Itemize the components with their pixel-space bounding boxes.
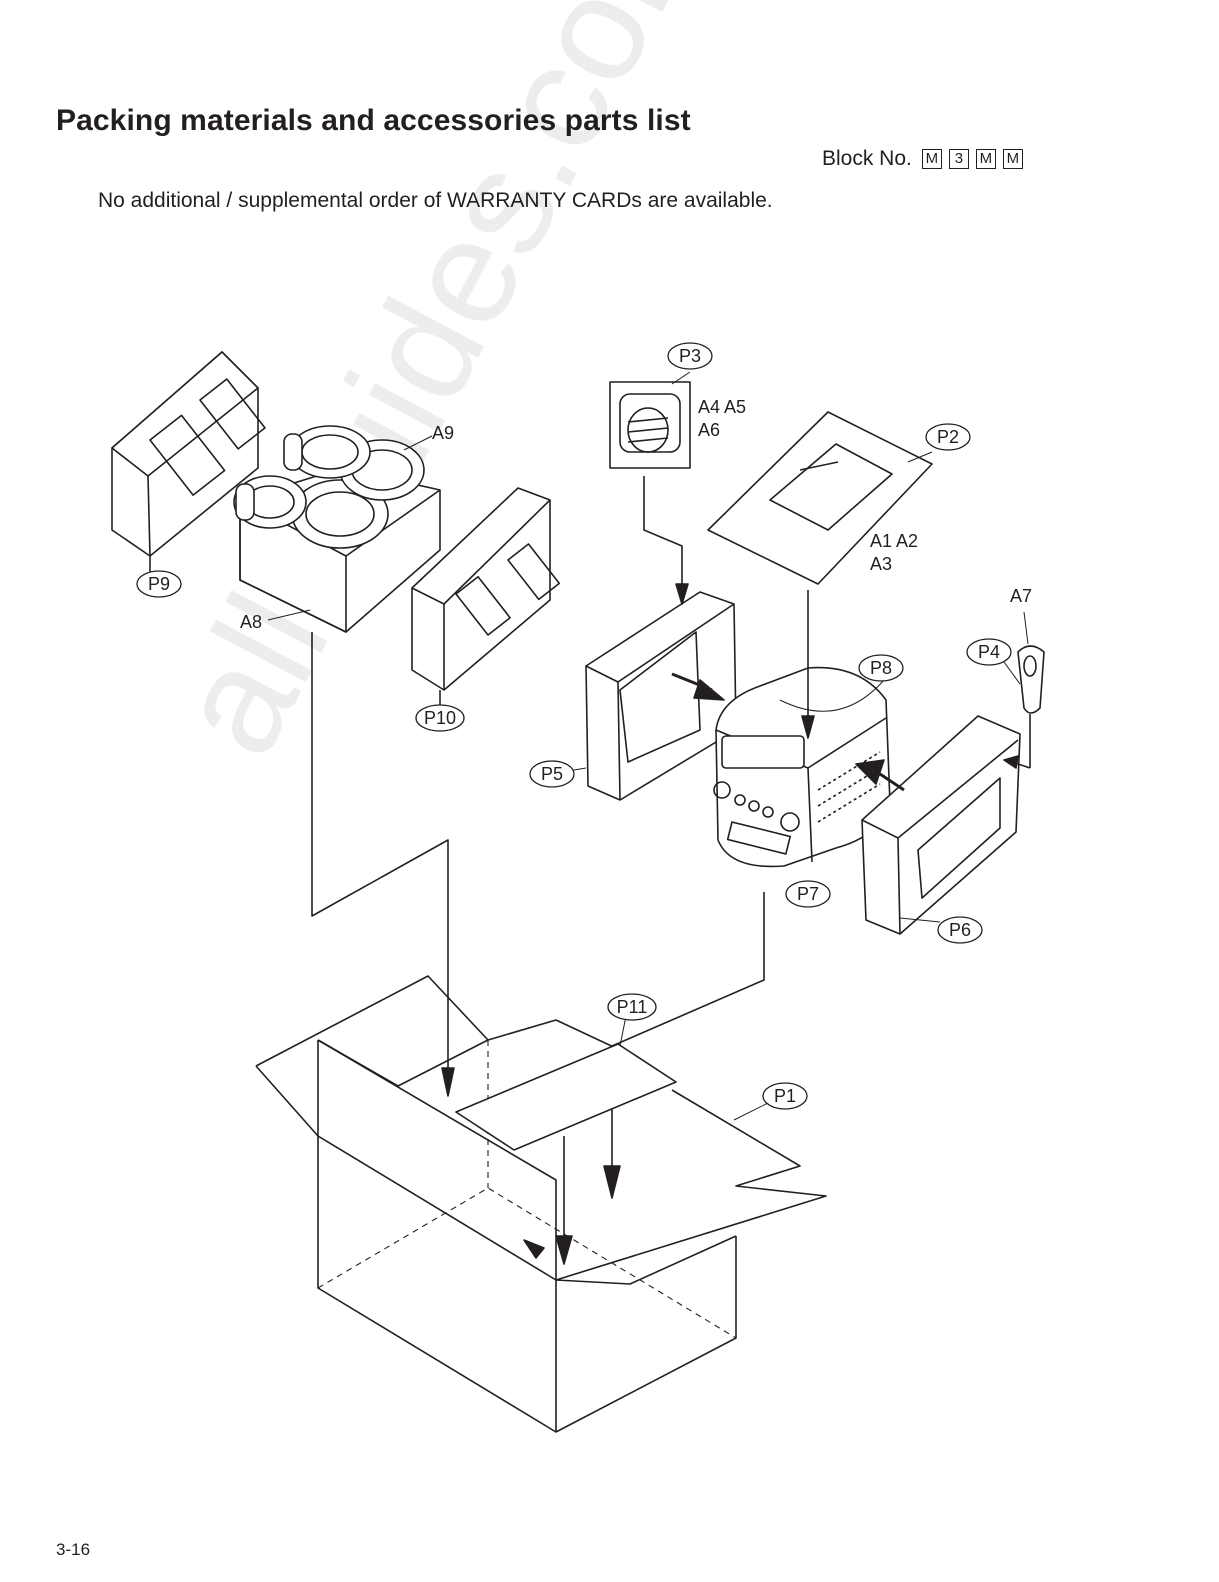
page-number: 3-16 [56,1540,90,1560]
svg-text:P7: P7 [797,884,819,904]
svg-text:P4: P4 [978,642,1000,662]
callout-p3: P3 [668,343,712,369]
svg-text:P10: P10 [424,708,456,728]
p2-envelope [708,412,932,584]
label-a4-a5: A4 A5 [698,397,746,417]
callout-p6: P6 [938,917,982,943]
a8-a9-speaker-cushions [234,426,440,632]
label-a9: A9 [432,423,454,443]
callout-p8: P8 [859,655,903,681]
svg-text:P3: P3 [679,346,701,366]
svg-text:P9: P9 [148,574,170,594]
callout-p5: P5 [530,761,574,787]
svg-text:P11: P11 [617,997,648,1017]
callout-p1: P1 [763,1083,807,1109]
callout-p7: P7 [786,881,830,907]
label-a7: A7 [1010,586,1032,606]
callout-p9: P9 [137,571,181,597]
callout-p10: P10 [416,705,464,731]
svg-text:P1: P1 [774,1086,796,1106]
label-a1-a2: A1 A2 [870,531,918,551]
p3-accessory-bag [610,372,690,468]
svg-text:P2: P2 [937,427,959,447]
svg-text:P5: P5 [541,764,563,784]
label-a6: A6 [698,420,720,440]
svg-text:P6: P6 [949,920,971,940]
a7-remote-control [1004,612,1044,713]
label-a3: A3 [870,554,892,574]
callout-p11: P11 [608,994,656,1020]
svg-text:P8: P8 [870,658,892,678]
label-a8: A8 [240,612,262,632]
callout-p4: P4 [967,639,1011,665]
p1-carton-box [256,976,826,1432]
callout-p2: P2 [926,424,970,450]
